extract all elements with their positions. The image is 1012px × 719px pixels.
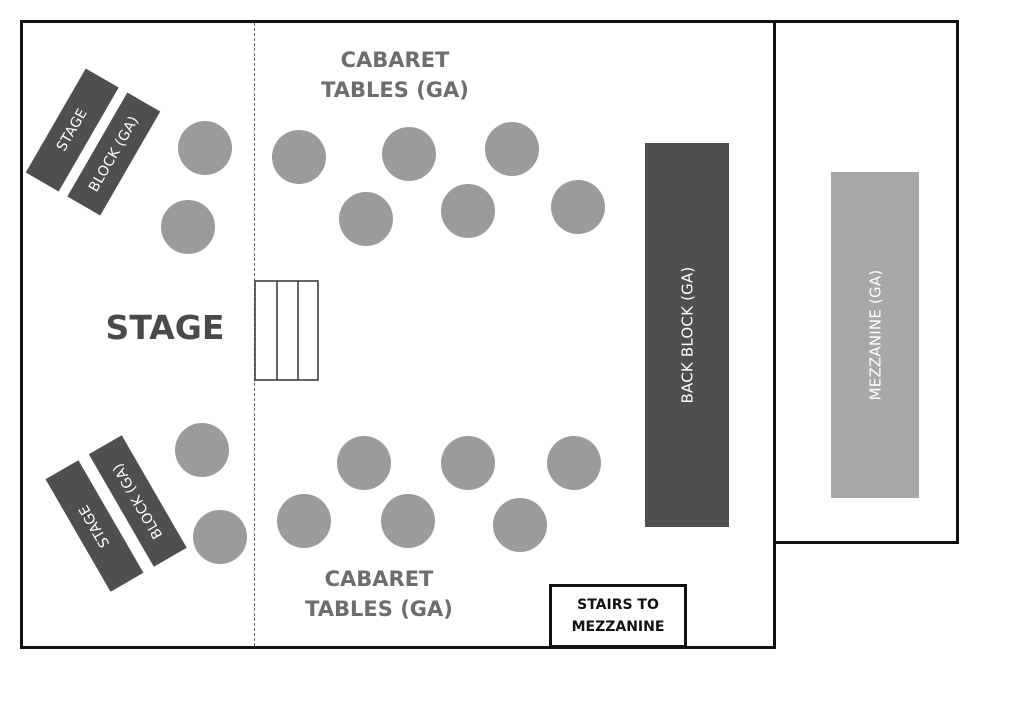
cabaret-top-line-1: CABARET [340,48,450,72]
cabaret-table [441,436,495,490]
cabaret-top-line-2: TABLES (GA) [321,78,469,102]
cabaret-table [485,122,539,176]
stage-label: STAGE [105,308,225,347]
cabaret-table [493,498,547,552]
cabaret-table [547,436,601,490]
back-block: BACK BLOCK (GA) [645,143,729,527]
stage-block-top-left-text-1: STAGE [53,105,91,155]
cabaret-tables-bottom-label: CABARET TABLES (GA) [284,564,474,626]
stairs-to-mezzanine: STAIRS TO MEZZANINE [549,584,687,648]
cabaret-table [381,494,435,548]
cabaret-tables-top-label: CABARET TABLES (GA) [300,45,490,107]
cabaret-table [441,184,495,238]
back-block-label: BACK BLOCK (GA) [678,266,697,404]
cabaret-table [193,510,247,564]
cabaret-bottom-line-1: CABARET [324,567,434,591]
cabaret-table [178,121,232,175]
stairs-line-2: MEZZANINE [571,619,665,635]
cabaret-table [175,423,229,477]
stairs-line-1: STAIRS TO [577,597,659,613]
cabaret-table [382,127,436,181]
mezzanine-block: MEZZANINE (GA) [831,172,919,498]
mezzanine-area [773,20,959,544]
cabaret-table [161,200,215,254]
cabaret-bottom-line-2: TABLES (GA) [305,597,453,621]
cabaret-table [277,494,331,548]
mezzanine-label: MEZZANINE (GA) [866,269,885,401]
cabaret-table [337,436,391,490]
cabaret-table [272,130,326,184]
cabaret-table [339,192,393,246]
stage-steps [254,280,319,381]
cabaret-table [551,180,605,234]
stage-block-bottom-left-text-1: STAGE [75,501,114,551]
